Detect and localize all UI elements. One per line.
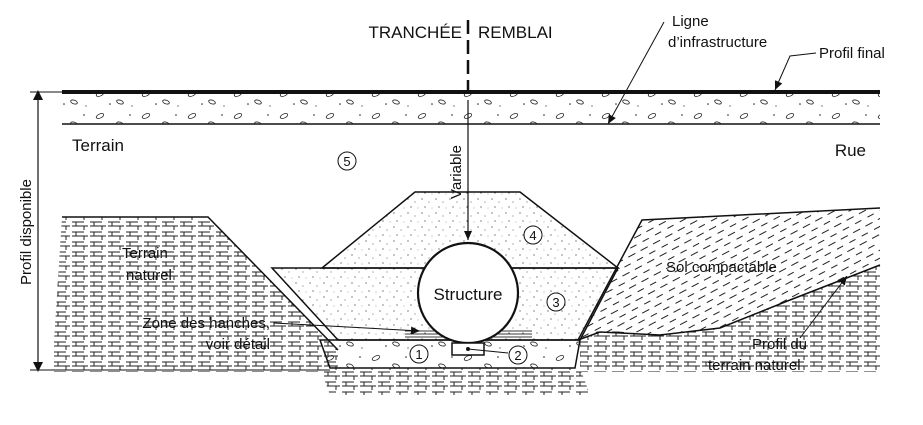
header-tranchee: TRANCHÉE <box>368 23 462 42</box>
natural-ground-left <box>52 217 338 372</box>
profil-tn-label-1: Profil du <box>752 336 807 353</box>
dim-arrow-top <box>33 90 43 100</box>
natural-ground-profile-line <box>577 264 881 341</box>
zone-4-label: 4 <box>529 228 536 243</box>
sol-compactable-label: Sol compactable <box>666 259 777 276</box>
zone-5-label: 5 <box>343 154 350 169</box>
rue-label: Rue <box>835 141 866 160</box>
zone-hanches-label-1: Zone des hanches, <box>142 315 270 332</box>
profil-final-label: Profil final <box>819 45 885 62</box>
zone-3-marker <box>546 292 566 312</box>
zone-1-marker <box>409 344 429 364</box>
zone-2-label: 2 <box>514 348 521 363</box>
profil-tn-leader <box>799 275 848 339</box>
terrain-naturel-label-1: Terrain <box>122 245 168 262</box>
pavement-layer <box>62 93 880 124</box>
dim-arrow-bottom <box>33 362 43 372</box>
zone-5-marker <box>337 151 357 171</box>
terrain-naturel-label-2: naturel <box>126 267 172 284</box>
profil-tn-label-2: terrain naturel <box>708 357 801 374</box>
zone-1-label: 1 <box>415 347 422 362</box>
zone-hanches-leader <box>273 322 421 335</box>
profil-disponible-label: Profil disponible <box>18 179 35 285</box>
zone-3-label: 3 <box>552 295 559 310</box>
profil-final-leader <box>774 52 817 91</box>
variable-label: Variable <box>448 145 465 199</box>
zone-hanches-label-2: voir détail <box>206 336 270 353</box>
sol-compactable-area <box>578 208 880 340</box>
trench-floor-ground <box>320 368 590 395</box>
ligne-infra-leader <box>607 21 665 125</box>
zone-4-marker <box>523 225 543 245</box>
natural-ground-right <box>580 265 880 372</box>
header-remblai: REMBLAI <box>478 23 553 42</box>
zone-2-leader <box>467 348 509 354</box>
trench-wall-left <box>62 216 339 351</box>
terrain-label: Terrain <box>72 136 124 155</box>
ligne-infra-label-1: Ligne <box>672 13 709 30</box>
ligne-infra-label-2: d’infrastructure <box>668 34 767 51</box>
structure-label: Structure <box>434 285 503 304</box>
zone-2-marker <box>508 345 528 365</box>
zone-1-bedding <box>318 339 581 369</box>
